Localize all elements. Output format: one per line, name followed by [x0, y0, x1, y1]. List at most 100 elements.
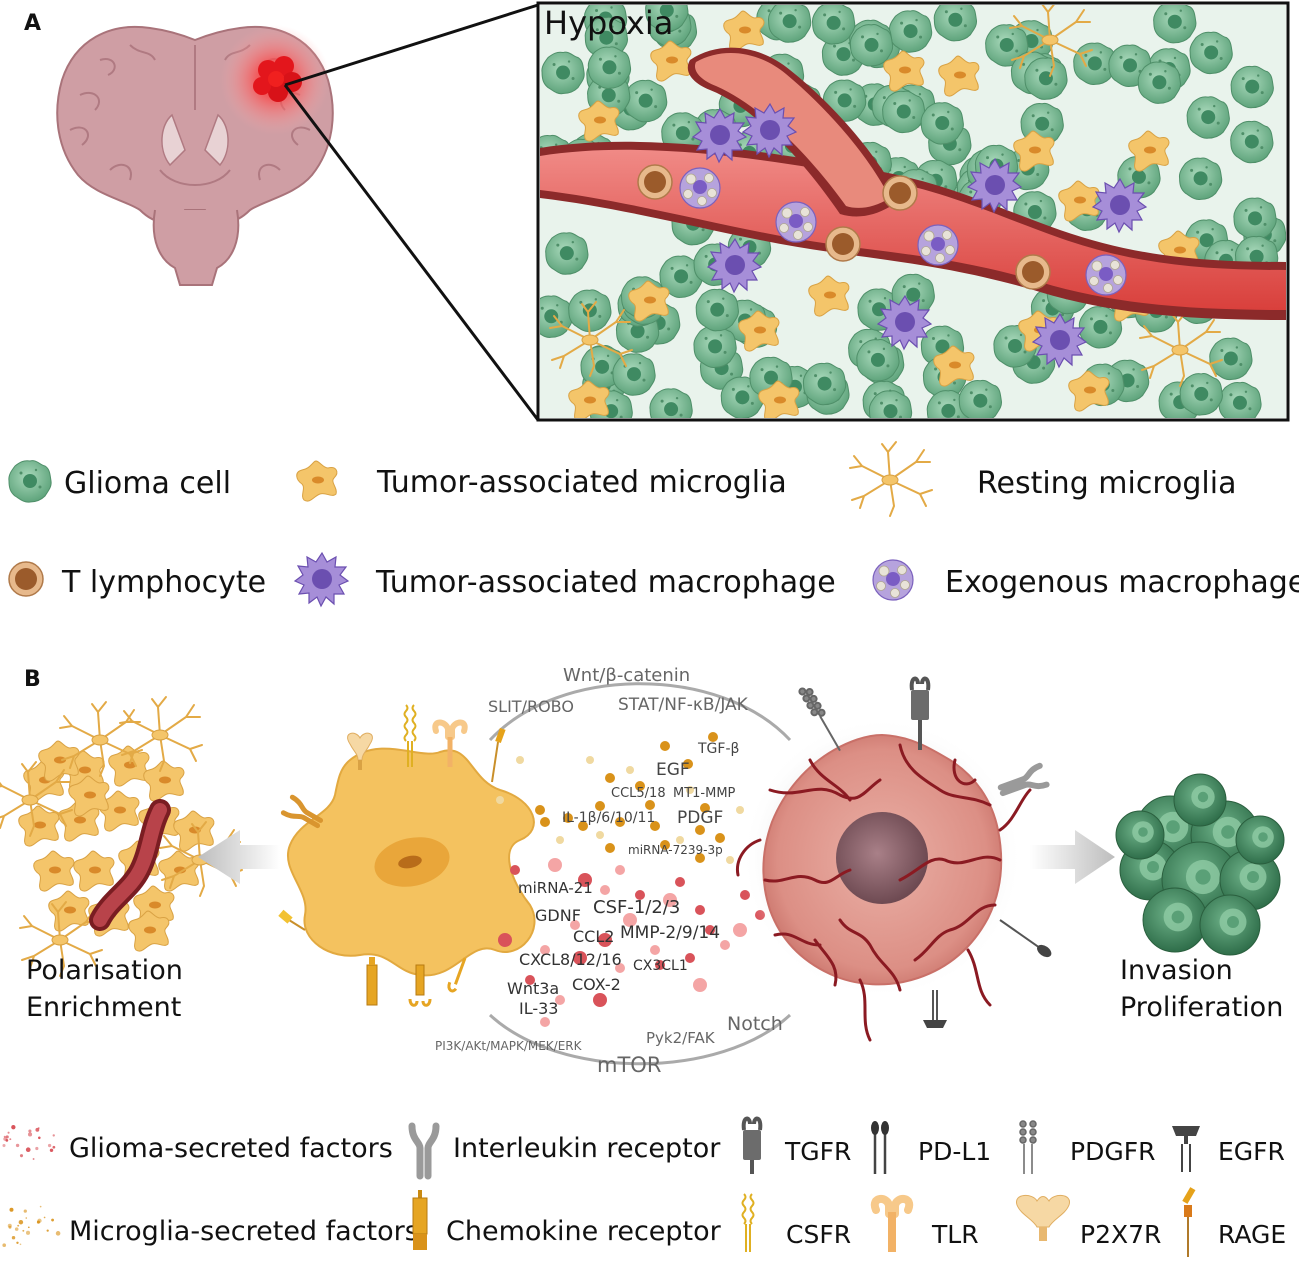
microglia-factor-dot	[686, 786, 694, 794]
microglia-secreted-factors-icon	[2, 1205, 61, 1247]
glioma-cell	[649, 388, 693, 418]
glioma-cell	[882, 90, 926, 134]
glioma-tumor-cell	[735, 718, 1032, 1042]
exogenous-macrophage	[679, 167, 721, 209]
tissue-cell-field	[540, 5, 1286, 418]
legend-csfr: CSFR	[786, 1220, 851, 1249]
legend-rage: RAGE	[1218, 1220, 1286, 1249]
microglia-factor-dot	[578, 821, 588, 831]
factor-cx3cl1: CX3CL1	[633, 958, 688, 974]
factor-spray-dot	[51, 1218, 54, 1222]
glioma-cell	[1233, 197, 1277, 241]
glioma-factor-dot	[615, 865, 625, 875]
glioma-cell	[1218, 381, 1262, 418]
rage-legend-icon	[1182, 1187, 1196, 1257]
tlr-legend-icon	[870, 1195, 914, 1252]
pdl1-legend-icon	[871, 1121, 889, 1174]
glioma-cell	[1179, 373, 1223, 416]
factor-spray-dot	[17, 1224, 20, 1227]
microglia-cell	[33, 850, 75, 892]
glioma-factor-dot	[510, 865, 520, 875]
chemokine-receptor-2-icon	[408, 964, 432, 1007]
factor-mmp: MMP-2/9/14	[620, 923, 720, 943]
glioma-cell	[958, 379, 1002, 418]
microglia-factor-dot	[700, 803, 710, 813]
factor-spray-dot	[23, 1209, 27, 1213]
factor-spray-dot	[15, 1143, 20, 1148]
factor-spray-dot	[19, 1243, 22, 1246]
activated-microglia-cell	[287, 747, 536, 977]
glioma-cell	[545, 232, 589, 275]
microglia-factor-dot	[605, 843, 615, 853]
glioma-cell	[612, 353, 656, 396]
legend-t-lymphocyte: T lymphocyte	[61, 565, 266, 600]
factor-spray-dot	[11, 1125, 16, 1130]
glioma-factor-dot	[705, 925, 715, 935]
legend-tumor-associated-microglia: Tumor-associated microglia	[376, 465, 787, 500]
microglia-factor-dot	[556, 836, 564, 844]
panel-b-letter: B	[24, 667, 41, 692]
factor-spray-dot	[28, 1129, 32, 1133]
glioma-cell	[1178, 157, 1223, 201]
microglia-factor-dot	[635, 781, 645, 791]
legend-glioma-secreted: Glioma-secreted factors	[69, 1133, 393, 1164]
legend-interleukin: Interleukin receptor	[453, 1133, 721, 1164]
glioma-factor-dot	[635, 890, 645, 900]
legend-chemokine: Chemokine receptor	[446, 1216, 722, 1247]
hypoxia-zoom-box	[536, 1, 1290, 422]
microglia-cell	[128, 910, 170, 952]
pathway-labels: Wnt/β-catenin SLIT/ROBO STAT/NF-κB/JAK N…	[435, 665, 783, 1077]
zoom-line-top	[284, 3, 539, 87]
tumor-associated-macrophage-icon	[294, 552, 349, 607]
glioma-cell	[920, 102, 964, 145]
legend-exogenous-macrophage: Exogenous macrophage	[945, 565, 1299, 600]
legend-tlr: TLR	[931, 1220, 979, 1249]
t-lymphocyte-icon	[8, 561, 44, 597]
legend-pdgfr: PDGFR	[1070, 1137, 1155, 1166]
glioma-cell-icon	[8, 460, 52, 503]
microglia-receptors	[278, 704, 506, 1007]
glioma-factor-dot	[623, 913, 637, 927]
right-outcome-line1: Invasion	[1120, 955, 1233, 986]
p2x7r-legend-icon	[1016, 1195, 1070, 1241]
glioma-factor-dot	[598, 933, 612, 947]
glioma-factor-dot	[540, 945, 550, 955]
egfr-legend-icon	[1172, 1126, 1200, 1172]
hypoxia-label: Hypoxia	[544, 4, 673, 42]
csfr-legend-icon	[741, 1193, 755, 1252]
proliferating-glioma-cell	[1115, 810, 1165, 860]
microglia-factor-dot	[695, 825, 705, 835]
pdgfr-receptor-on-tumor-icon	[798, 687, 841, 752]
t-lymphocyte	[825, 226, 861, 262]
chemokine-receptor-legend-icon	[412, 1190, 428, 1250]
resting-microglia-icon	[849, 441, 933, 517]
interleukin-receptor-legend-icon	[408, 1122, 440, 1180]
legend-pdl1: PD-L1	[918, 1137, 991, 1166]
glioma-cell	[541, 51, 585, 95]
factor-spray-dot	[27, 1132, 33, 1137]
glioma-secreted-factors-icon	[2, 1125, 56, 1160]
factor-egf: EGF	[656, 760, 690, 780]
pathway-pyk2: Pyk2/FAK	[646, 1029, 716, 1047]
glioma-cell	[587, 46, 632, 89]
legend-tgfr: TGFR	[784, 1137, 851, 1166]
factor-spray-dot	[3, 1135, 6, 1138]
factor-spray-dot	[7, 1131, 10, 1134]
factor-spray-dot	[7, 1223, 12, 1228]
glioma-factor-dot	[685, 953, 695, 963]
factor-spray-dot	[11, 1235, 16, 1240]
glioma-factor-dot	[693, 978, 707, 992]
t-lymphocyte	[882, 175, 918, 211]
factor-mt1: MT1-MMP	[673, 786, 736, 801]
microglia-factor-dot	[676, 836, 684, 844]
pathway-arc-top	[488, 682, 792, 742]
glioma-factor-dot	[695, 905, 705, 915]
legend-p2x7r: P2X7R	[1080, 1220, 1161, 1249]
glioma-cell	[1209, 337, 1253, 381]
glioma-factor-dot	[555, 995, 565, 1005]
legend-glioma-cell: Glioma cell	[64, 466, 231, 501]
egfr-receptor-on-tumor-icon	[923, 990, 947, 1028]
pathway-stat: STAT/NF-κB/JAK	[618, 695, 749, 715]
legend-tumor-associated-macrophage: Tumor-associated macrophage	[375, 565, 836, 600]
factor-spray-dot	[46, 1229, 49, 1232]
